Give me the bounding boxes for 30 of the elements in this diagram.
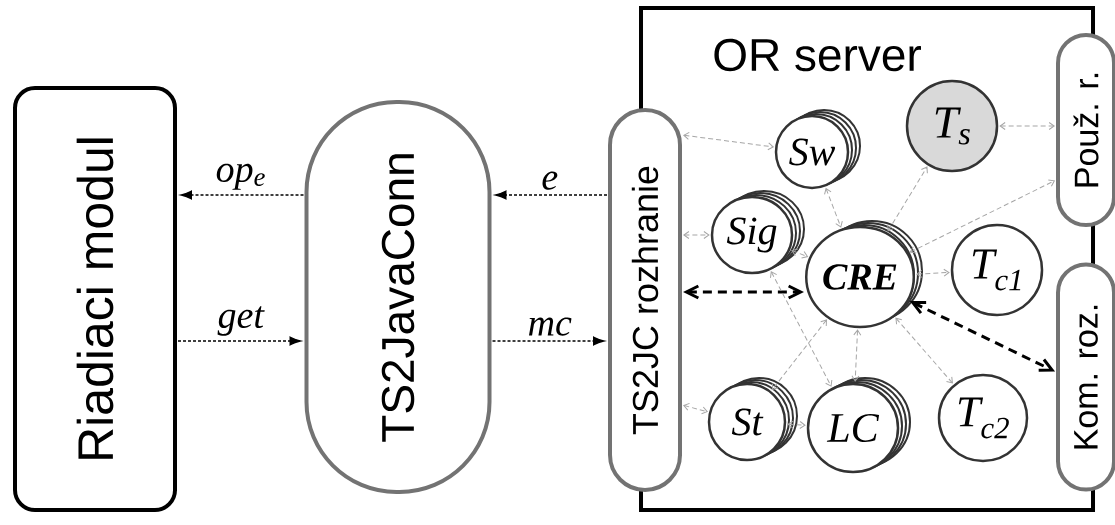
arrow (683, 284, 804, 300)
arrow (180, 190, 305, 200)
interface-box: Použ. r. (1056, 33, 1115, 227)
edge-label: get (216, 305, 265, 337)
edge-label: e (540, 170, 560, 191)
arrow (895, 317, 953, 384)
arrow (177, 336, 301, 346)
arrow (771, 319, 828, 391)
arrow (999, 122, 1055, 130)
module-box: Riadiaci modul (13, 86, 177, 512)
arrow (683, 231, 710, 239)
arrow (887, 166, 928, 232)
arrow (909, 300, 1056, 372)
arrow (916, 268, 950, 278)
node-label: Kom. roz. (1074, 305, 1098, 449)
arrow (791, 248, 808, 259)
interface-box: Kom. roz. (1056, 262, 1115, 492)
arrow (909, 179, 1055, 254)
arrow (851, 329, 862, 382)
arrow (491, 336, 605, 346)
edge-label: mc (526, 316, 573, 337)
arrow (495, 190, 608, 200)
edge-label: op$_{e}$ (214, 162, 267, 191)
arrow (770, 271, 833, 387)
interface-box: TS2JC rozhranie (608, 108, 682, 492)
component-box: TS2JavaConn (304, 100, 492, 494)
arrow (824, 188, 843, 228)
arrow (683, 131, 774, 151)
arrow (683, 402, 708, 415)
arrow (787, 420, 806, 429)
